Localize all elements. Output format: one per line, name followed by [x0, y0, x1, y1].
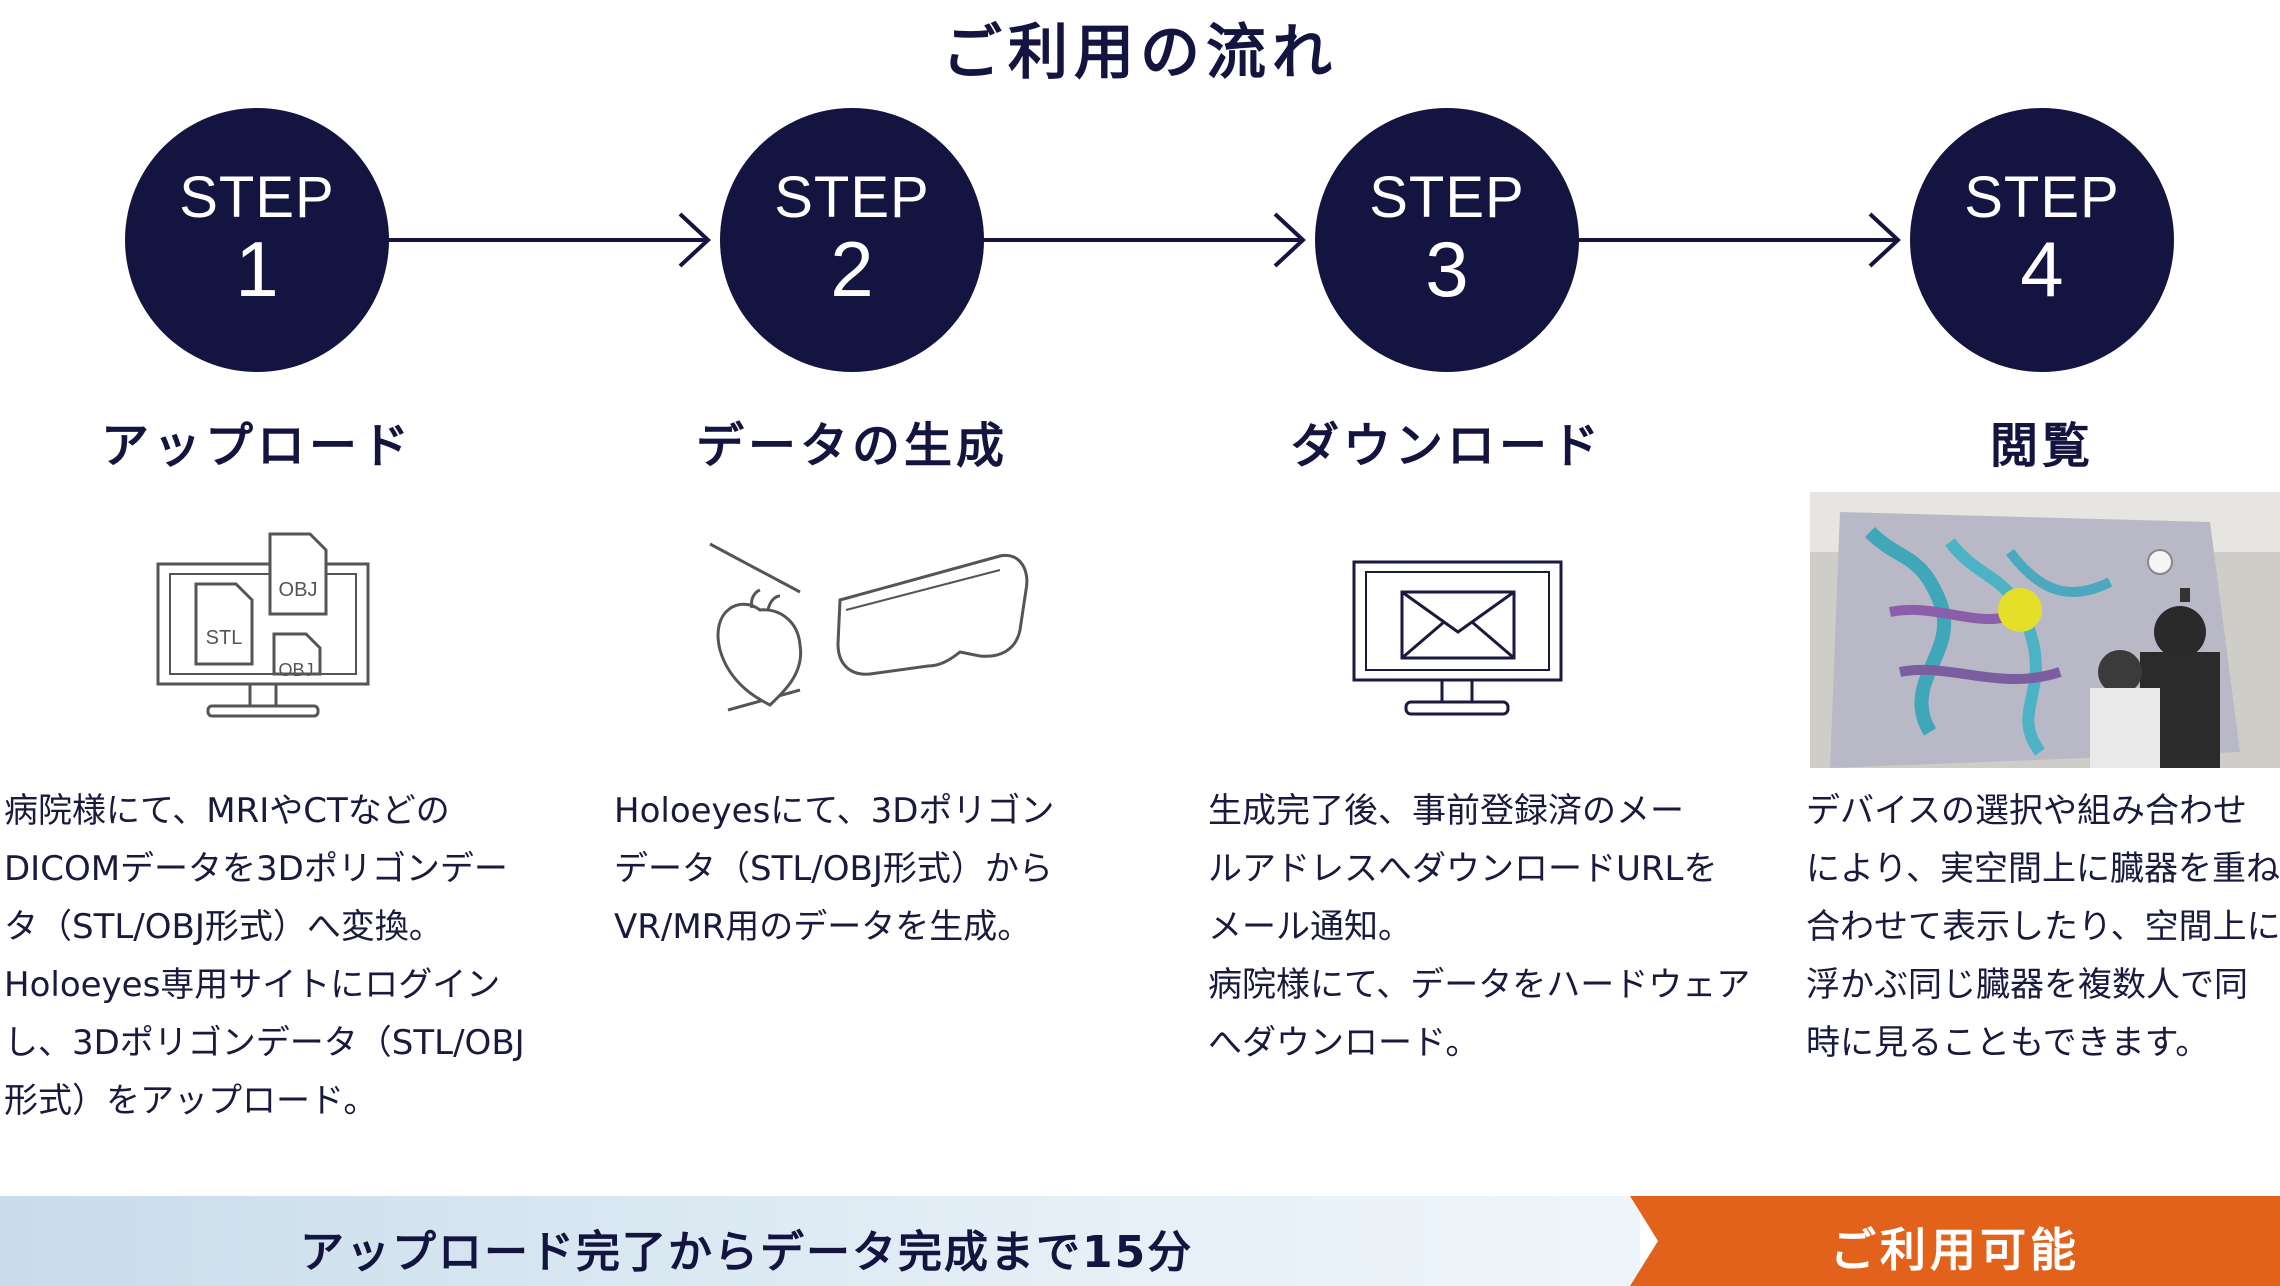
- processing-time-text: アップロード完了からデータ完成まで15分: [300, 1227, 1194, 1278]
- description-line: 病院様にて、MRIやCTなどの: [4, 791, 450, 831]
- description-line: タ（STL/OBJ形式）へ変換。: [4, 907, 443, 947]
- file-label: STL: [206, 627, 243, 649]
- monitor-mail-icon: [1352, 560, 1563, 716]
- step-4-circle: STEP 4: [1910, 108, 2174, 372]
- arrow-right-icon: [983, 212, 1306, 268]
- description-line: により、実空間上に臓器を重ね: [1806, 849, 2280, 889]
- description-line: データ（STL/OBJ形式）から: [614, 849, 1053, 889]
- step-label: STEP: [774, 165, 930, 230]
- step-3-title: ダウンロード: [1290, 418, 1603, 474]
- description-line: 合わせて表示したり、空間上に: [1806, 907, 2280, 947]
- file-label: OBJ: [279, 579, 318, 601]
- step-4-title: 閲覧: [1989, 418, 2094, 474]
- description-line: ルアドレスへダウンロードURLを: [1208, 849, 1718, 889]
- description-line: し、3Dポリゴンデータ（STL/OBJ: [4, 1023, 525, 1063]
- step-2-title: データの生成: [695, 418, 1008, 474]
- step-1-description: 病院様にて、MRIやCTなどの DICOMデータを3Dポリゴンデー タ（STL/…: [4, 782, 525, 1130]
- mr-viewing-photo: [1810, 492, 2280, 768]
- step-label: STEP: [179, 165, 335, 230]
- step-label: STEP: [1964, 165, 2120, 230]
- step-1-title: アップロード: [100, 418, 413, 474]
- step-label: STEP: [1369, 165, 1525, 230]
- step-2-circle: STEP 2: [720, 108, 984, 372]
- file-label: OBJ: [278, 660, 313, 680]
- description-line: 時に見ることもできます。: [1806, 1023, 2210, 1063]
- description-line: へダウンロード。: [1208, 1023, 1480, 1063]
- step-1-circle: STEP 1: [125, 108, 389, 372]
- step-number: 1: [235, 225, 279, 313]
- description-line: 生成完了後、事前登録済のメー: [1208, 791, 1684, 831]
- description-line: Holoeyesにて、3Dポリゴン: [614, 791, 1055, 831]
- available-banner: [1630, 1196, 2280, 1286]
- description-line: Holoeyes専用サイトにログイン: [4, 965, 501, 1005]
- processing-time-banner: [0, 1196, 1640, 1286]
- description-line: 浮かぶ同じ臓器を複数人で同: [1806, 965, 2248, 1005]
- description-line: VR/MR用のデータを生成。: [614, 907, 1032, 947]
- description-line: デバイスの選択や組み合わせ: [1806, 791, 2247, 831]
- description-line: 病院様にて、データをハードウェア: [1208, 965, 1751, 1005]
- step-2-description: Holoeyesにて、3Dポリゴン データ（STL/OBJ形式）から VR/MR…: [614, 782, 1114, 956]
- description-line: DICOMデータを3Dポリゴンデー: [4, 849, 508, 889]
- step-3-circle: STEP 3: [1315, 108, 1579, 372]
- step-4-description: デバイスの選択や組み合わせ により、実空間上に臓器を重ね 合わせて表示したり、空…: [1806, 782, 2280, 1072]
- heart-vr-headset-icon: [709, 542, 1029, 712]
- step-number: 4: [2020, 225, 2064, 313]
- monitor-files-icon: OBJ STL OBJ: [156, 532, 370, 718]
- step-number: 2: [830, 225, 874, 313]
- description-line: メール通知。: [1208, 907, 1412, 947]
- available-text: ご利用可能: [1830, 1223, 2080, 1277]
- page-title: ご利用の流れ: [942, 18, 1338, 88]
- description-line: 形式）をアップロード。: [4, 1081, 378, 1121]
- arrow-right-icon: [388, 212, 711, 268]
- step-3-description: 生成完了後、事前登録済のメー ルアドレスへダウンロードURLを メール通知。 病…: [1208, 782, 1751, 1072]
- arrow-right-icon: [1578, 212, 1901, 268]
- step-number: 3: [1425, 225, 1469, 313]
